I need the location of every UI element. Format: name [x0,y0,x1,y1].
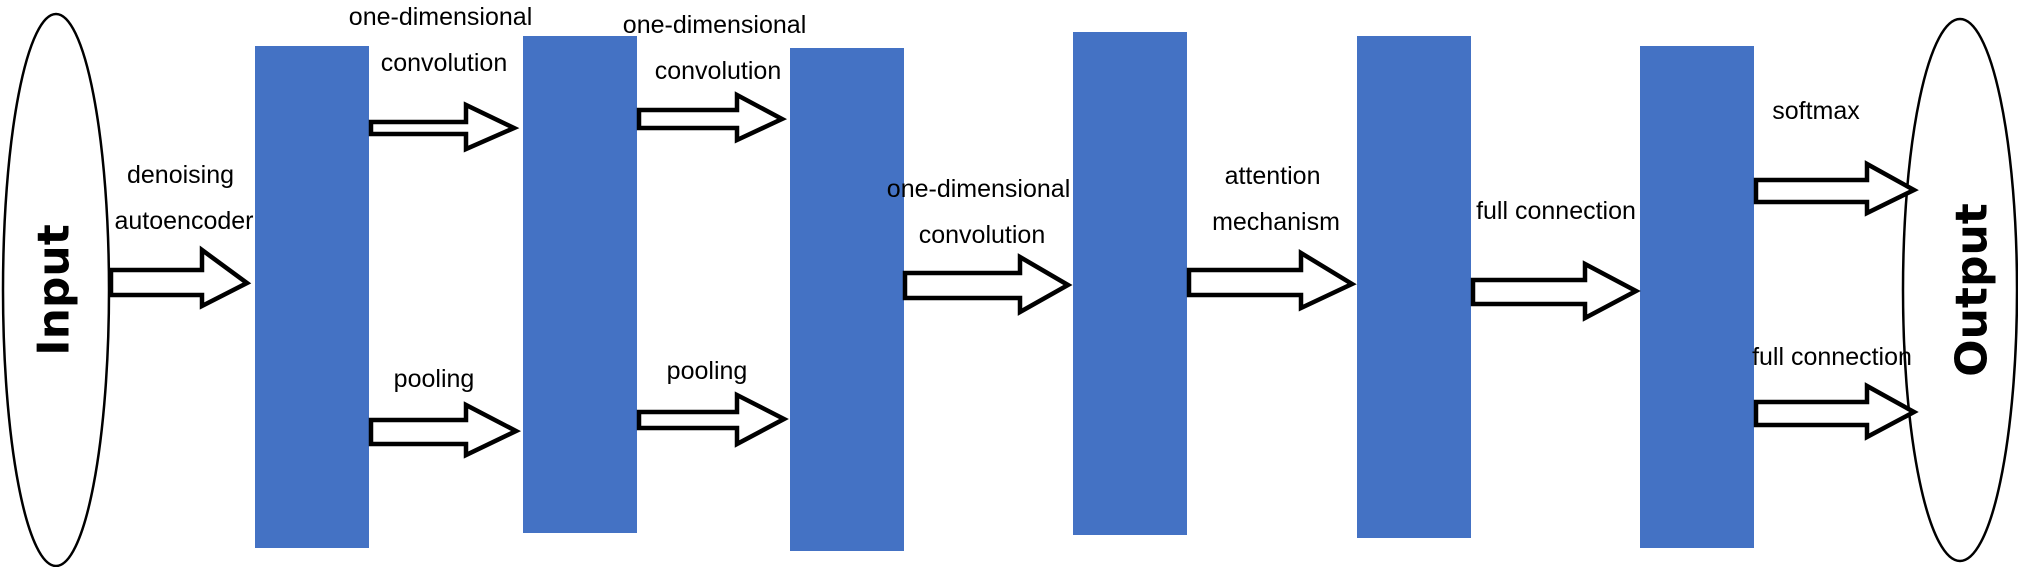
label-conv-1: one-dimensional convolution [349,3,539,77]
output-terminal [1901,17,2018,563]
arrow-pool-1 [368,401,522,459]
layer-block-6 [1640,46,1754,548]
label-conv-3: one-dimensional convolution [887,175,1077,249]
arrow-full-connection [1470,260,1641,322]
layer-block-3 [790,48,904,551]
arrow-softmax [1753,160,1919,217]
label-denoising-autoencoder: denoising autoencoder [114,161,253,235]
arrow-attention [1186,248,1357,312]
arrow-output-full-connection [1753,382,1919,441]
label-pool-1: pooling [394,365,475,393]
label-full-connection: full connection [1476,197,1636,225]
arrow-pool-2 [636,391,789,448]
layer-block-4 [1073,32,1187,535]
input-label: Input [29,224,80,356]
label-softmax: softmax [1772,97,1860,125]
arrow-conv-1 [368,101,520,153]
arrow-conv-2 [636,91,788,144]
output-label: Output [1947,203,1998,377]
label-output-full-connection: full connection [1752,343,1912,371]
label-pool-2: pooling [667,357,748,385]
label-conv-2: one-dimensional convolution [623,11,813,85]
layer-block-2 [523,36,637,533]
arrow-denoising-autoencoder [108,245,252,310]
layer-block-5 [1357,36,1471,538]
layer-block-1 [255,46,369,548]
label-attention-mechanism: attention mechanism [1212,162,1340,236]
arrow-conv-3 [902,253,1073,316]
